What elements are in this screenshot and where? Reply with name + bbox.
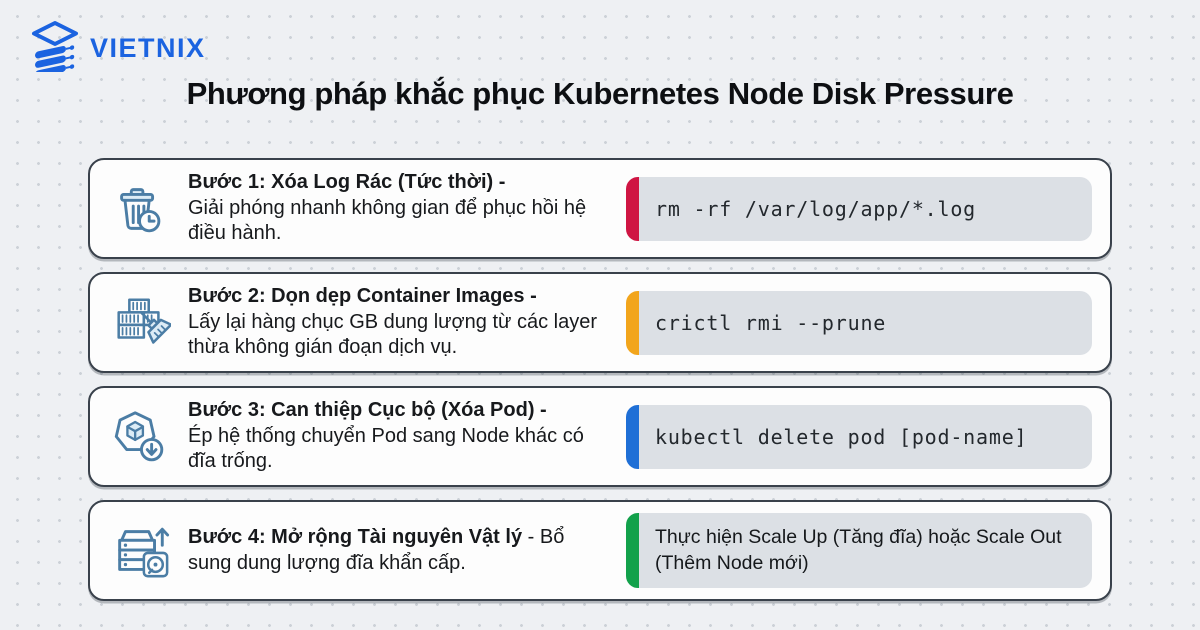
command-box: crictl rmi --prune	[626, 290, 1092, 355]
command-text: Thực hiện Scale Up (Tăng đĩa) hoặc Scale…	[655, 526, 1062, 574]
pod-eviction-icon	[108, 406, 172, 468]
step-text: Bước 4: Mở rộng Tài nguyên Vật lý - Bổ s…	[188, 525, 626, 576]
container-cleanup-icon	[108, 292, 172, 354]
step-card-3: Bước 3: Can thiệp Cục bộ (Xóa Pod) -Ép h…	[88, 386, 1112, 487]
command-box: rm -rf /var/log/app/*.log	[626, 176, 1092, 241]
step-text: Bước 3: Can thiệp Cục bộ (Xóa Pod) -Ép h…	[188, 398, 626, 475]
step-card-1: Bước 1: Xóa Log Rác (Tức thời) -Giải phó…	[88, 158, 1112, 259]
brand-name: VIETNIX	[90, 32, 206, 63]
command-box: Thực hiện Scale Up (Tăng đĩa) hoặc Scale…	[626, 513, 1092, 588]
command-text: crictl rmi --prune	[655, 310, 887, 335]
step-text: Bước 2: Dọn dẹp Container Images -Lấy lạ…	[188, 284, 626, 361]
step-title: Bước 2: Dọn dẹp Container Images -	[188, 285, 537, 308]
command-text: rm -rf /var/log/app/*.log	[655, 196, 977, 221]
command-text: kubectl delete pod [pod-name]	[655, 424, 1028, 449]
command-box: kubectl delete pod [pod-name]	[626, 404, 1092, 469]
vietnix-logo-icon	[30, 20, 80, 72]
step-title: Bước 1: Xóa Log Rác (Tức thời) -	[188, 171, 506, 194]
server-scale-icon	[108, 520, 172, 582]
step-description: Ép hệ thống chuyển Pod sang Node khác có…	[188, 424, 584, 473]
step-title: Bước 3: Can thiệp Cục bộ (Xóa Pod) -	[188, 399, 547, 422]
steps-list: Bước 1: Xóa Log Rác (Tức thời) -Giải phó…	[88, 158, 1112, 601]
step-text: Bước 1: Xóa Log Rác (Tức thời) -Giải phó…	[188, 170, 626, 247]
step-card-4: Bước 4: Mở rộng Tài nguyên Vật lý - Bổ s…	[88, 500, 1112, 601]
page-title: Phương pháp khắc phục Kubernetes Node Di…	[186, 76, 1014, 111]
step-description: Lấy lại hàng chục GB dung lượng từ các l…	[188, 310, 598, 359]
step-description: - Bổ sung dung lượng đĩa khẩn cấp.	[188, 525, 565, 574]
step-title: Bước 4: Mở rộng Tài nguyên Vật lý	[188, 525, 523, 548]
brand-logo: VIETNIX	[0, 0, 1200, 72]
step-description: Giải phóng nhanh không gian để phục hồi …	[188, 196, 587, 245]
step-card-2: Bước 2: Dọn dẹp Container Images -Lấy lạ…	[88, 272, 1112, 373]
trash-clock-icon	[108, 178, 172, 240]
